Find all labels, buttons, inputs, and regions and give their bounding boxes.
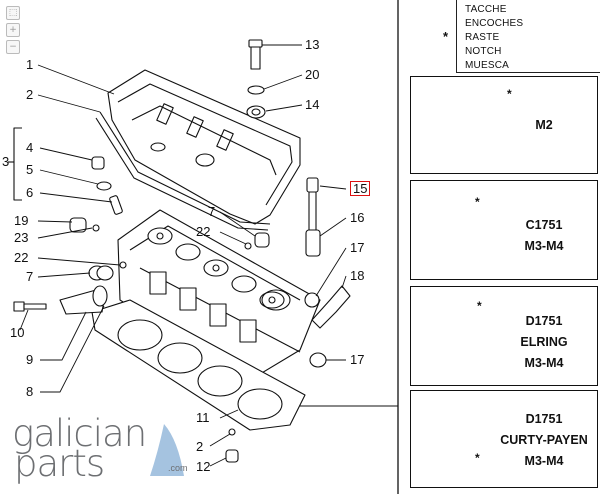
select-icon[interactable]: ⬚ (6, 6, 20, 20)
callout-13[interactable]: 13 (305, 37, 320, 52)
callout-8[interactable]: 8 (26, 384, 34, 399)
callout-15-highlighted[interactable]: 15 (350, 181, 371, 196)
callout-11[interactable]: 11 (196, 410, 210, 425)
callout-17[interactable]: 17 (350, 240, 365, 255)
callout-18[interactable]: 18 (350, 268, 365, 283)
callout-20[interactable]: 20 (305, 67, 320, 82)
legend-line: ENCOCHES (465, 18, 524, 29)
callout-2[interactable]: 2 (26, 87, 34, 102)
logo-suffix: .com (168, 463, 188, 473)
legend-line: RASTE (465, 32, 500, 43)
callout-5[interactable]: 5 (26, 162, 34, 177)
callout-3[interactable]: 3 (2, 154, 10, 169)
callout-10[interactable]: 10 (10, 325, 25, 340)
callout-12[interactable]: 12 (196, 459, 211, 474)
panel-label: M2 (535, 118, 553, 132)
galicianparts-logo: galician parts .com (12, 412, 188, 485)
zoom-out-icon[interactable]: − (6, 40, 20, 54)
legend-line: TACCHE (465, 4, 507, 15)
legend-line: NOTCH (465, 46, 502, 57)
callout-6[interactable]: 6 (26, 185, 34, 200)
callout-22[interactable]: 22 (14, 250, 29, 265)
callout-14[interactable]: 14 (305, 97, 320, 112)
logo-line-2: parts (14, 442, 105, 485)
callout-23[interactable]: 23 (14, 230, 29, 245)
notch-star: * (507, 87, 512, 101)
callout-4[interactable]: 4 (26, 140, 34, 155)
notch-legend: * TACCHE ENCOCHES RASTE NOTCH MUESCA (443, 0, 600, 73)
notch-star: * (475, 195, 480, 209)
callout-9[interactable]: 9 (26, 352, 34, 367)
callout-16[interactable]: 16 (350, 210, 365, 225)
callout-22[interactable]: 22 (196, 224, 211, 239)
legend-star: * (443, 29, 449, 44)
callout-7[interactable]: 7 (26, 269, 34, 284)
callout-19[interactable]: 19 (14, 213, 29, 228)
notch-star: * (475, 451, 480, 465)
logo-line-1: galician (12, 412, 147, 455)
callout-17[interactable]: 17 (350, 352, 365, 367)
callout-7[interactable]: 7 (208, 204, 216, 219)
zoom-in-icon[interactable]: + (6, 23, 20, 37)
callout-1[interactable]: 1 (26, 57, 34, 72)
legend-line: MUESCA (465, 60, 509, 71)
callout-2[interactable]: 2 (196, 439, 204, 454)
notch-star: * (477, 299, 482, 313)
zoom-toolbar: ⬚ + − (6, 6, 20, 57)
gasket-panel-m2[interactable]: * M2 (410, 76, 598, 174)
